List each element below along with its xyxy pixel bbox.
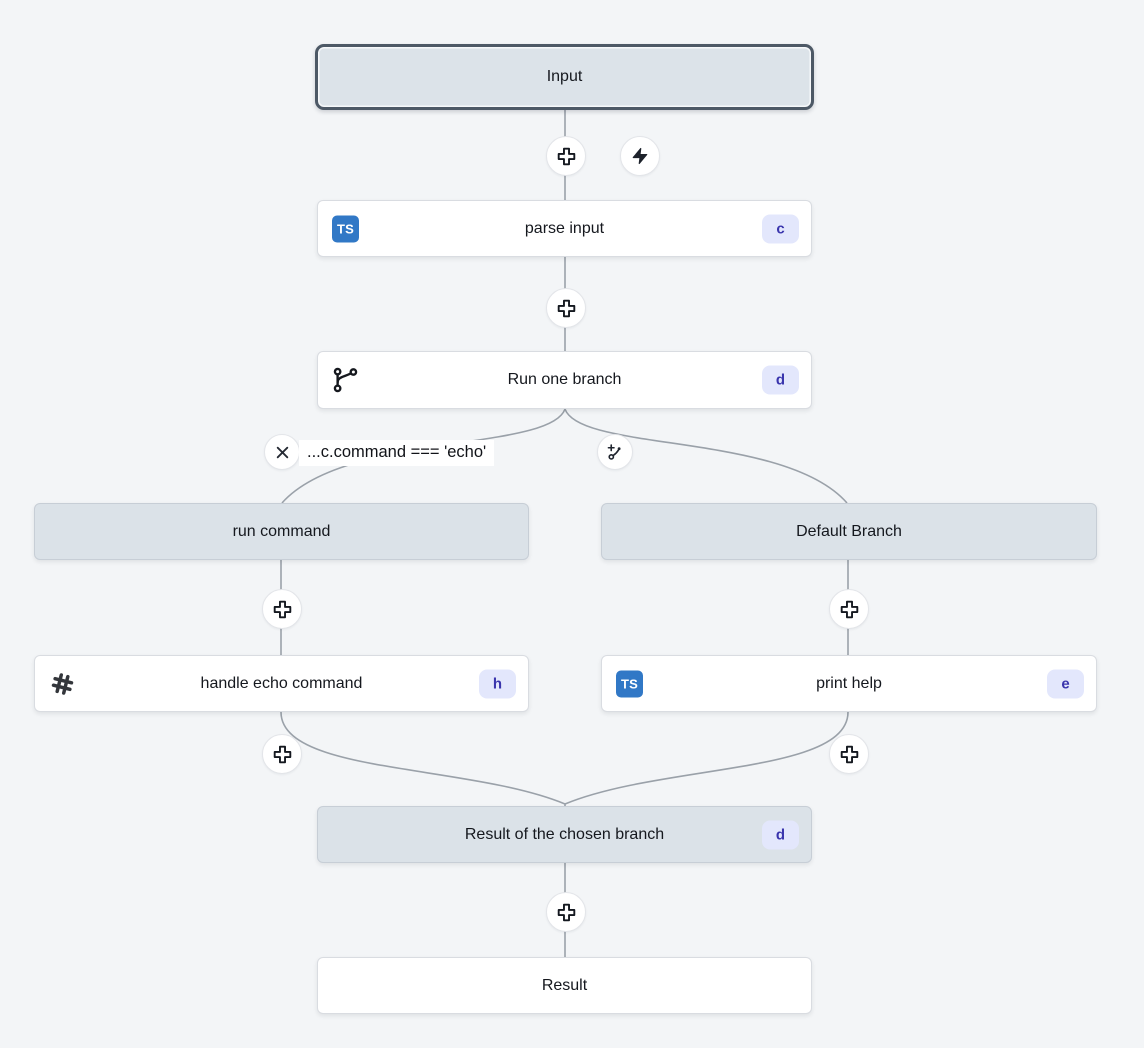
- parse-input-node[interactable]: TS parse input c: [317, 200, 812, 257]
- branch-default-label: Default Branch: [796, 522, 902, 540]
- add-step-button[interactable]: [546, 288, 586, 328]
- git-branch-icon: [332, 367, 359, 394]
- hash-icon: [49, 670, 76, 697]
- branch-condition-button[interactable]: [264, 434, 300, 470]
- typescript-icon: TS: [332, 215, 359, 242]
- run-one-branch-id-badge: d: [762, 365, 799, 395]
- print-help-node[interactable]: TS print help e: [601, 655, 1097, 712]
- typescript-icon-label: TS: [616, 670, 643, 697]
- add-branch-button[interactable]: [597, 434, 633, 470]
- parse-input-label: parse input: [524, 219, 605, 237]
- print-help-label: print help: [816, 674, 882, 692]
- branch-result-label: Result of the chosen branch: [464, 825, 665, 843]
- result-node-label: Result: [541, 976, 588, 994]
- branch-plus-icon: [607, 443, 621, 460]
- plus-icon: [273, 600, 291, 618]
- add-step-button[interactable]: [829, 589, 869, 629]
- edge-merge-left: [280, 711, 566, 807]
- branch-result-node[interactable]: Result of the chosen branch d: [317, 806, 812, 863]
- add-step-button[interactable]: [546, 892, 586, 932]
- add-step-button[interactable]: [262, 589, 302, 629]
- input-node[interactable]: Input: [315, 44, 814, 110]
- typescript-icon-label: TS: [332, 215, 359, 242]
- add-step-button[interactable]: [546, 136, 586, 176]
- result-node[interactable]: Result: [317, 957, 812, 1014]
- run-one-branch-label: Run one branch: [507, 371, 622, 388]
- print-help-id-badge: e: [1047, 669, 1084, 698]
- parse-input-id-badge: c: [762, 214, 799, 243]
- plus-icon: [557, 299, 575, 317]
- handle-echo-command-label: handle echo command: [200, 674, 363, 692]
- lightning-bolt-icon: [632, 147, 648, 165]
- plus-icon: [273, 745, 291, 763]
- plus-icon: [557, 903, 575, 921]
- edge-merge-right: [564, 711, 849, 805]
- x-icon: [276, 446, 288, 458]
- handle-echo-command-node[interactable]: handle echo command h: [34, 655, 529, 712]
- branch-condition-label: ...c.command === 'echo': [299, 440, 495, 466]
- handle-echo-command-id-badge: h: [479, 669, 516, 698]
- plus-icon: [840, 745, 858, 763]
- add-step-button[interactable]: [262, 734, 302, 774]
- run-one-branch-node[interactable]: Run one branch d: [317, 351, 812, 409]
- branch-run-command-header[interactable]: run command: [34, 503, 529, 560]
- branch-result-id-badge: d: [762, 820, 799, 849]
- plus-icon: [840, 600, 858, 618]
- branch-run-command-label: run command: [232, 522, 331, 540]
- branch-default-header[interactable]: Default Branch: [601, 503, 1097, 560]
- typescript-icon: TS: [616, 670, 643, 697]
- plus-icon: [557, 147, 575, 165]
- add-step-button[interactable]: [829, 734, 869, 774]
- input-node-label: Input: [546, 68, 583, 85]
- trigger-bolt-button[interactable]: [620, 136, 660, 176]
